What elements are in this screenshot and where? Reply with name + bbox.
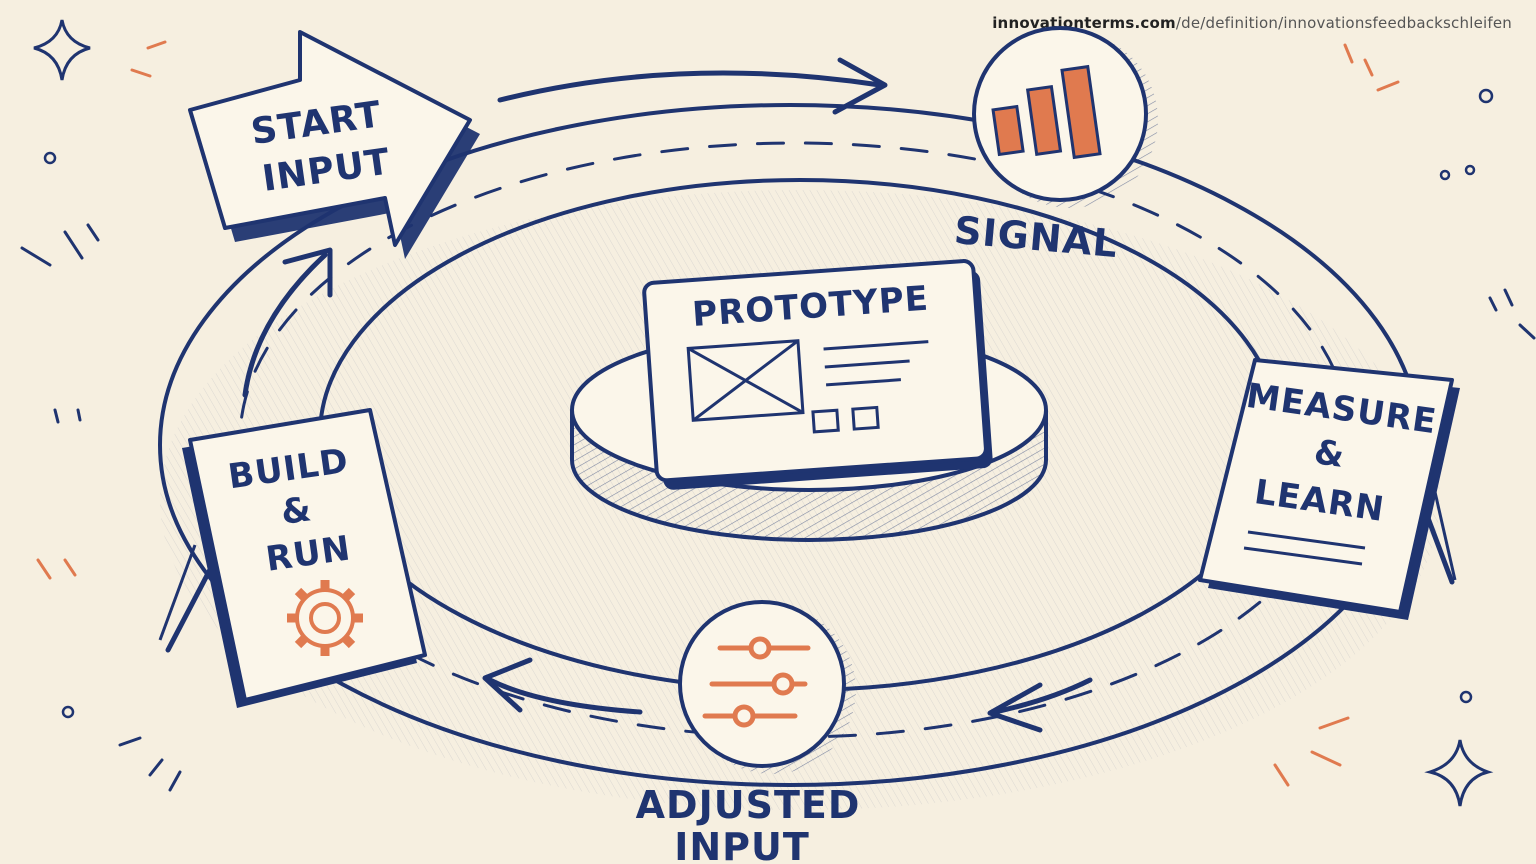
- text-lines-icon: [1243, 530, 1366, 566]
- prototype-node: PROTOTYPE: [570, 259, 1048, 542]
- source-path: /de/definition/innovationsfeedbackschlei…: [1175, 14, 1512, 32]
- sparkle-icon: [33, 19, 91, 81]
- measure-line2: &: [1312, 432, 1348, 476]
- arrow-to-signal: [497, 70, 883, 103]
- build-line2: &: [279, 489, 315, 533]
- start-input-node: START INPUT: [188, 30, 480, 259]
- flow-arrows: [242, 57, 1093, 733]
- sparkle-icon: [1424, 739, 1494, 807]
- measure-learn-node: MEASURE & LEARN: [1198, 358, 1460, 620]
- bar-chart-icon: [991, 64, 1102, 160]
- arrow-to-adjusted: [992, 677, 1093, 715]
- adjusted-input-node: ADJUSTED INPUT: [636, 600, 861, 864]
- sliders-icon: [702, 636, 811, 728]
- wireframe-icon: [686, 339, 929, 434]
- adjusted-line2: INPUT: [674, 825, 810, 864]
- arrow-to-build: [487, 677, 643, 715]
- source-domain: innovationterms.com: [992, 14, 1176, 32]
- adjusted-line1: ADJUSTED: [636, 783, 861, 827]
- source-url[interactable]: innovationterms.com/de/definition/innova…: [992, 14, 1512, 32]
- arrow-to-start: [242, 252, 328, 398]
- decorative-doodles: [20, 19, 1536, 807]
- build-run-node: BUILD & RUN: [158, 408, 427, 708]
- signal-node: SIGNAL: [952, 26, 1158, 266]
- gear-icon: [287, 580, 363, 656]
